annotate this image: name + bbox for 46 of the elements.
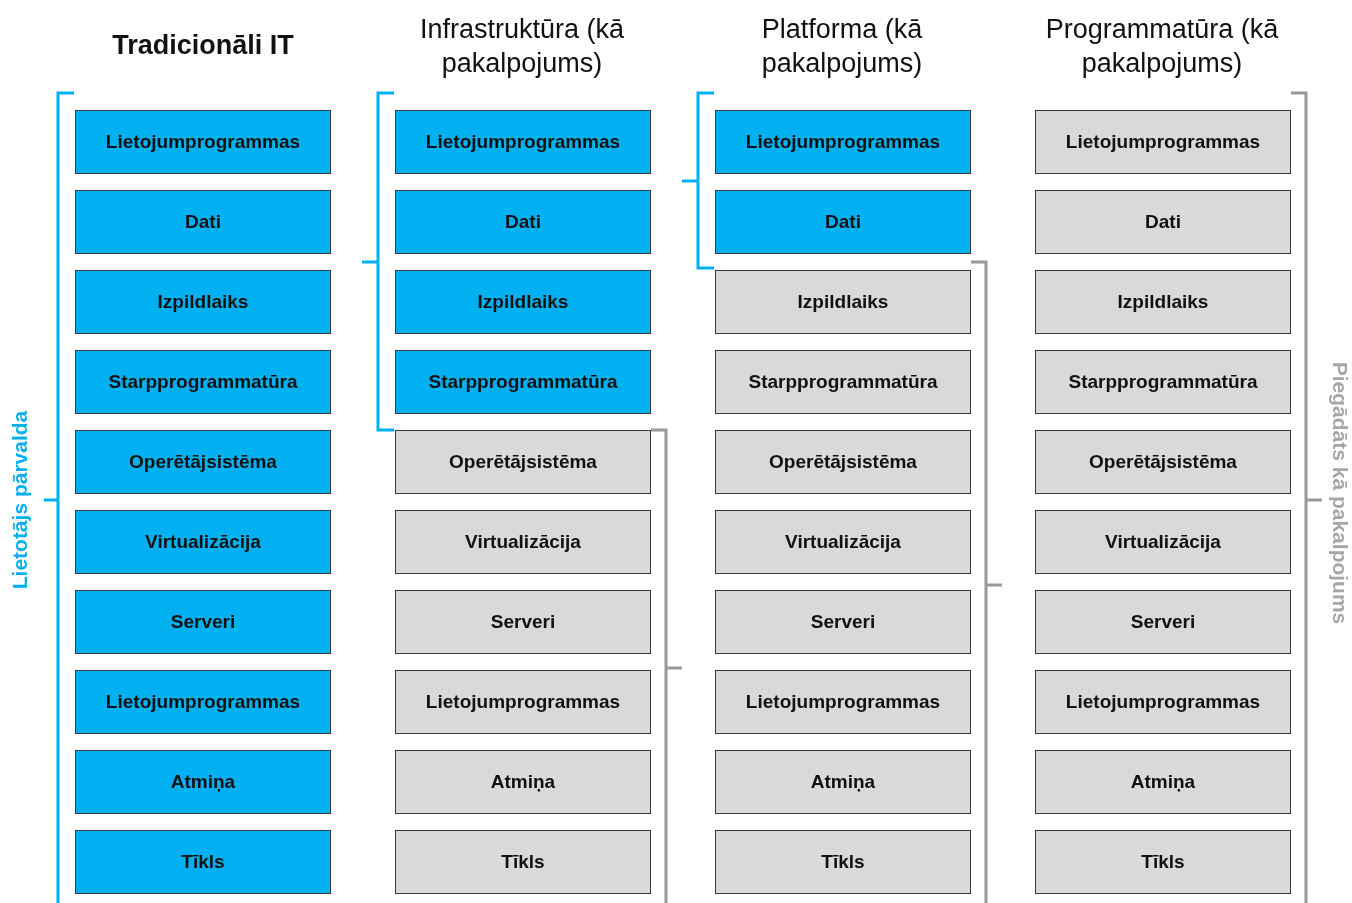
layer-box: Lietojumprogrammas <box>1035 110 1291 174</box>
layer-box: Lietojumprogrammas <box>75 670 331 734</box>
side-label: Lietotājs pārvalda <box>7 410 32 590</box>
layer-box: Virtualizācija <box>395 510 651 574</box>
layer-box: Serveri <box>395 590 651 654</box>
layer-box: Serveri <box>75 590 331 654</box>
layer-box: Starpprogrammatūra <box>715 350 971 414</box>
layer-box: Izpildlaiks <box>75 270 331 334</box>
layer-box: Virtualizācija <box>1035 510 1291 574</box>
layer-box: Atmiņa <box>1035 750 1291 814</box>
column-heading: Platforma (kā pakalpojums) <box>760 13 924 80</box>
layer-box: Lietojumprogrammas <box>395 110 651 174</box>
layer-box: Dati <box>395 190 651 254</box>
layer-box: Lietojumprogrammas <box>715 670 971 734</box>
layer-box: Izpildlaiks <box>1035 270 1291 334</box>
layer-box: Dati <box>715 190 971 254</box>
layer-box: Tīkls <box>395 830 651 894</box>
layer-box: Tīkls <box>1035 830 1291 894</box>
layer-box: Atmiņa <box>395 750 651 814</box>
layer-box: Virtualizācija <box>75 510 331 574</box>
layer-box: Atmiņa <box>75 750 331 814</box>
layer-box: Starpprogrammatūra <box>1035 350 1291 414</box>
layer-box: Starpprogrammatūra <box>395 350 651 414</box>
column-heading: Infrastruktūra (kā pakalpojums) <box>418 13 626 80</box>
layer-box: Tīkls <box>75 830 331 894</box>
layer-box: Izpildlaiks <box>395 270 651 334</box>
layer-box: Izpildlaiks <box>715 270 971 334</box>
layer-box: Dati <box>1035 190 1291 254</box>
layer-box: Serveri <box>715 590 971 654</box>
layer-box: Operētājsistēma <box>1035 430 1291 494</box>
side-label: Piegādāts kā pakalpojums <box>1327 361 1352 625</box>
column-heading: Tradicionāli IT <box>111 29 295 62</box>
layer-box: Virtualizācija <box>715 510 971 574</box>
layer-box: Serveri <box>1035 590 1291 654</box>
layer-box: Dati <box>75 190 331 254</box>
layer-box: Lietojumprogrammas <box>75 110 331 174</box>
layer-box: Lietojumprogrammas <box>715 110 971 174</box>
column-heading: Programmatūra (kā pakalpojums) <box>1044 13 1280 80</box>
layer-box: Lietojumprogrammas <box>395 670 651 734</box>
layer-box: Operētājsistēma <box>395 430 651 494</box>
layer-box: Operētājsistēma <box>715 430 971 494</box>
layer-box: Tīkls <box>715 830 971 894</box>
layer-box: Atmiņa <box>715 750 971 814</box>
layer-box: Starpprogrammatūra <box>75 350 331 414</box>
layer-box: Lietojumprogrammas <box>1035 670 1291 734</box>
layer-box: Operētājsistēma <box>75 430 331 494</box>
